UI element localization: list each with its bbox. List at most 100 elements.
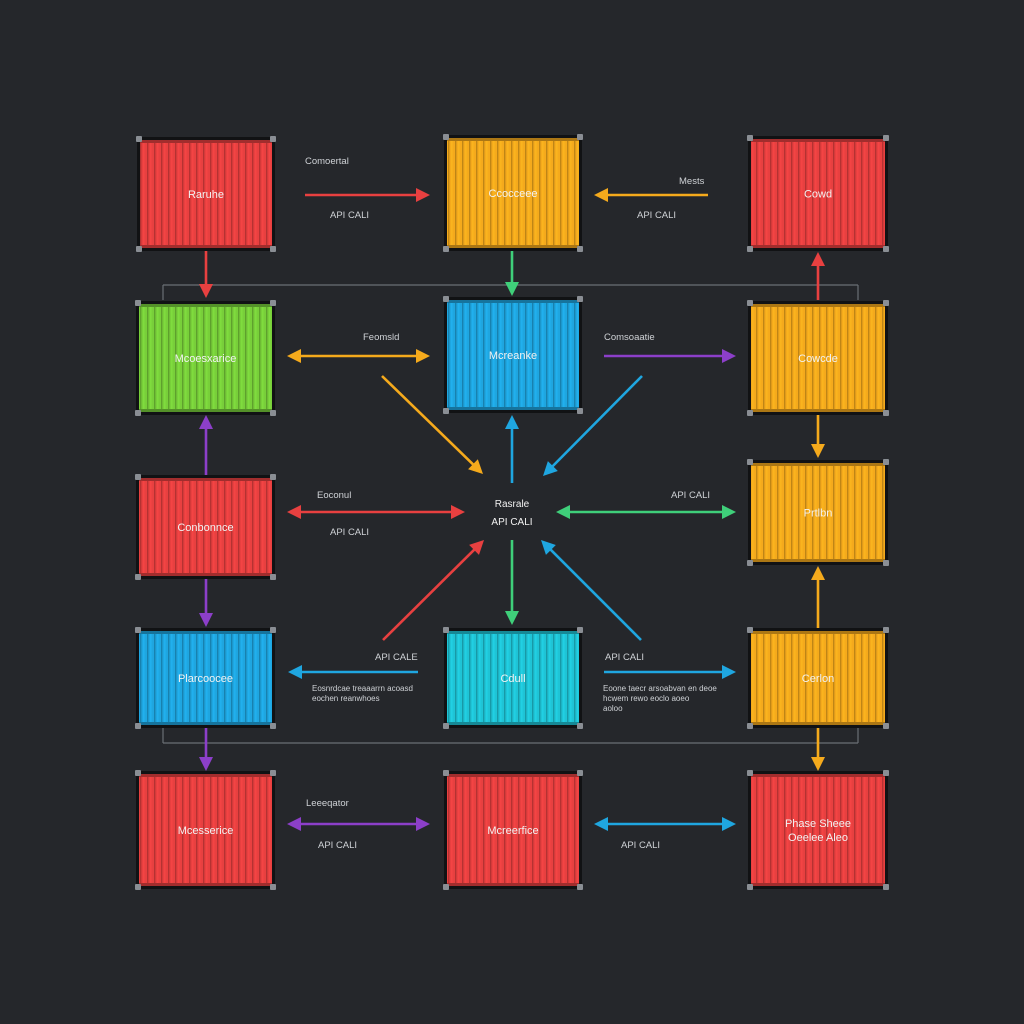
corner-bolt bbox=[747, 560, 753, 566]
corner-bolt bbox=[883, 627, 889, 633]
corner-bolt bbox=[270, 627, 276, 633]
arrow-head bbox=[199, 284, 213, 298]
corner-bolt bbox=[747, 884, 753, 890]
connector-label: API CALI bbox=[330, 527, 369, 538]
corner-bolt bbox=[577, 884, 583, 890]
box-label: Cowd bbox=[804, 189, 832, 201]
arrow-r4c3-down bbox=[811, 728, 825, 771]
corner-bolt bbox=[270, 770, 276, 776]
box-fill bbox=[751, 774, 885, 886]
corner-bolt bbox=[577, 723, 583, 729]
corner-bolt bbox=[270, 723, 276, 729]
connector-label: eochen reanwhoes bbox=[312, 694, 380, 703]
corner-bolt bbox=[577, 770, 583, 776]
box-label: Phase Sheee bbox=[785, 818, 851, 830]
arrow-head bbox=[811, 757, 825, 771]
box-fill bbox=[139, 631, 272, 725]
corner-bolt bbox=[883, 560, 889, 566]
corner-bolt bbox=[443, 134, 449, 140]
box-label: Mcreanke bbox=[489, 350, 537, 362]
arrow-head bbox=[594, 817, 608, 831]
connector-label: API CALI bbox=[621, 840, 660, 851]
box-fill bbox=[751, 631, 885, 725]
box-fill bbox=[139, 304, 272, 412]
corner-bolt bbox=[136, 136, 142, 142]
connector-label: Eosnrdcae treaaarrn acoasd bbox=[312, 684, 413, 693]
arrow-head bbox=[199, 613, 213, 627]
corner-bolt bbox=[747, 246, 753, 252]
box-top-band bbox=[447, 138, 579, 141]
corner-bolt bbox=[883, 410, 889, 416]
arrow-line bbox=[382, 546, 478, 641]
box-bottom-band bbox=[447, 722, 579, 725]
arrow-head bbox=[556, 505, 570, 519]
box-fill bbox=[447, 774, 579, 886]
corner-bolt bbox=[135, 300, 141, 306]
arrow-to-r4c3 bbox=[604, 665, 736, 679]
connector-label: Eoone taecr arsoabvan en deoe bbox=[603, 684, 717, 693]
box-bottom-band bbox=[447, 407, 579, 410]
arrow-r2c3-up bbox=[811, 252, 825, 300]
arrow-r2c2-r2c3 bbox=[604, 349, 736, 363]
box-fill bbox=[447, 138, 579, 248]
box-label: Cdull bbox=[500, 673, 525, 685]
corner-bolt bbox=[270, 884, 276, 890]
arrow-hub-up bbox=[505, 415, 519, 483]
arrow-line bbox=[549, 375, 643, 470]
corner-bolt bbox=[577, 627, 583, 633]
arrow-head bbox=[451, 505, 465, 519]
corner-bolt bbox=[883, 459, 889, 465]
service-box-r3c3: Prtlbn bbox=[747, 459, 889, 566]
arrow-head bbox=[416, 349, 430, 363]
box-bottom-band bbox=[447, 883, 579, 886]
arrow-head bbox=[505, 611, 519, 625]
corner-bolt bbox=[747, 300, 753, 306]
corner-bolt bbox=[270, 300, 276, 306]
box-fill bbox=[751, 463, 885, 562]
box-top-band bbox=[751, 631, 885, 634]
corner-bolt bbox=[135, 574, 141, 580]
connector-label: API CALI bbox=[318, 840, 357, 851]
arrow-head bbox=[416, 817, 430, 831]
box-label: Plarcoocee bbox=[178, 673, 233, 685]
corner-bolt bbox=[270, 246, 276, 252]
arrow-hub-r3c3 bbox=[556, 505, 736, 519]
corner-bolt bbox=[136, 246, 142, 252]
service-box-r2c1: Mcoesxarice bbox=[135, 300, 276, 416]
connector-label: Comoertal bbox=[305, 156, 349, 167]
corner-bolt bbox=[443, 770, 449, 776]
box-top-band bbox=[139, 774, 272, 777]
corner-bolt bbox=[443, 408, 449, 414]
box-fill bbox=[139, 478, 272, 576]
box-label: Ccocceee bbox=[489, 188, 538, 200]
service-box-r2c3: Cowcde bbox=[747, 300, 889, 416]
arrow-r5c1-r5c2 bbox=[287, 817, 430, 831]
box-top-band bbox=[139, 304, 272, 307]
corner-bolt bbox=[883, 300, 889, 306]
connector-label: API CALI bbox=[671, 490, 710, 501]
box-label: Cerlon bbox=[802, 673, 834, 685]
connector-label: API CALI bbox=[605, 652, 644, 663]
box-top-band bbox=[139, 631, 272, 634]
arrow-diag-topleft bbox=[381, 375, 483, 474]
corner-bolt bbox=[577, 408, 583, 414]
box-fill bbox=[751, 304, 885, 412]
hub: Rasrale API CALI bbox=[491, 499, 532, 528]
box-bottom-band bbox=[751, 245, 885, 248]
service-box-r4c1: Plarcoocee bbox=[135, 627, 276, 729]
box-fill bbox=[139, 774, 272, 886]
box-label: Raruhe bbox=[188, 189, 224, 201]
connector-label: Eoconul bbox=[317, 490, 351, 501]
corner-bolt bbox=[443, 246, 449, 252]
corner-bolt bbox=[883, 723, 889, 729]
corner-bolt bbox=[270, 574, 276, 580]
box-label: Cowcde bbox=[798, 353, 838, 365]
arrow-r4c3-up bbox=[811, 566, 825, 628]
corner-bolt bbox=[135, 723, 141, 729]
box-bottom-band bbox=[751, 409, 885, 412]
box-bottom-band bbox=[140, 245, 272, 248]
arrow-head bbox=[468, 459, 483, 474]
